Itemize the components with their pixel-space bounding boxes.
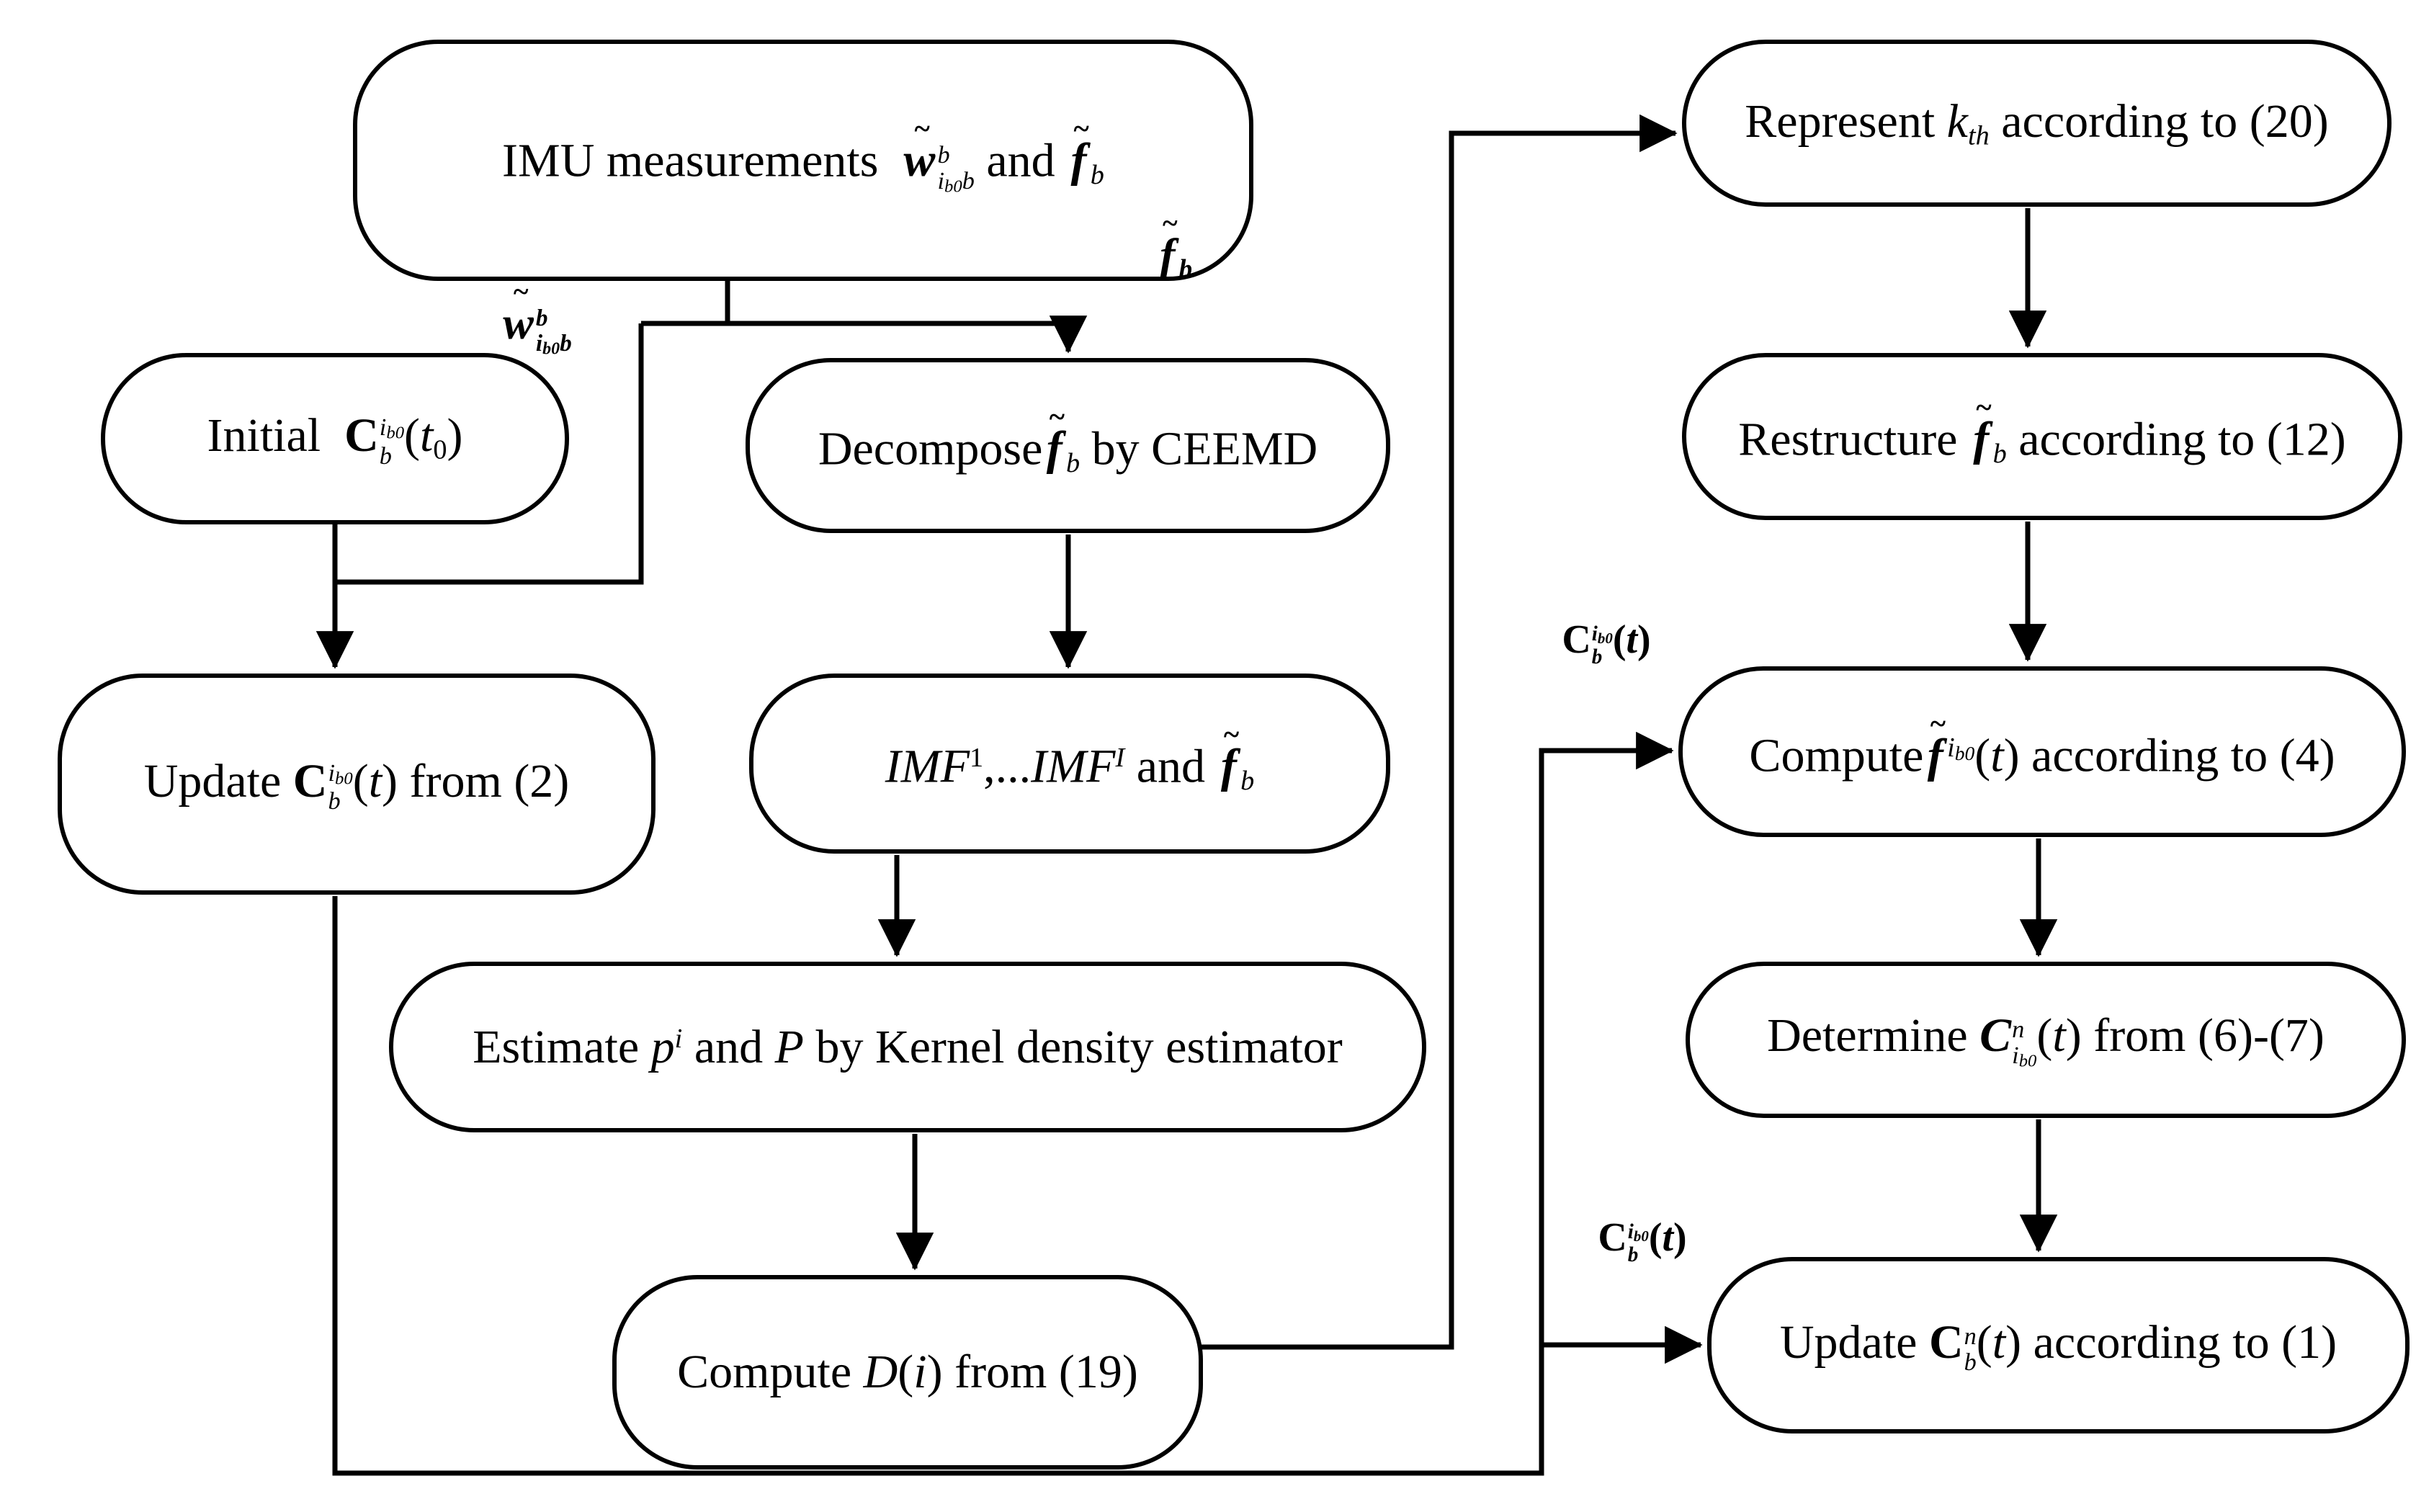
node-estimate-kernel-density: Estimate pi and P by Kernel density esti… bbox=[389, 962, 1426, 1132]
node-compute-d-text: Compute D(i) from (19) bbox=[677, 1346, 1138, 1399]
node-compute-d: Compute D(i) from (19) bbox=[612, 1275, 1203, 1469]
node-represent-kth: Represent kth according to (20) bbox=[1682, 40, 2392, 207]
node-represent-kth-text: Represent kth according to (20) bbox=[1745, 95, 2329, 151]
node-estimate-kernel-density-text: Estimate pi and P by Kernel density esti… bbox=[473, 1020, 1343, 1073]
